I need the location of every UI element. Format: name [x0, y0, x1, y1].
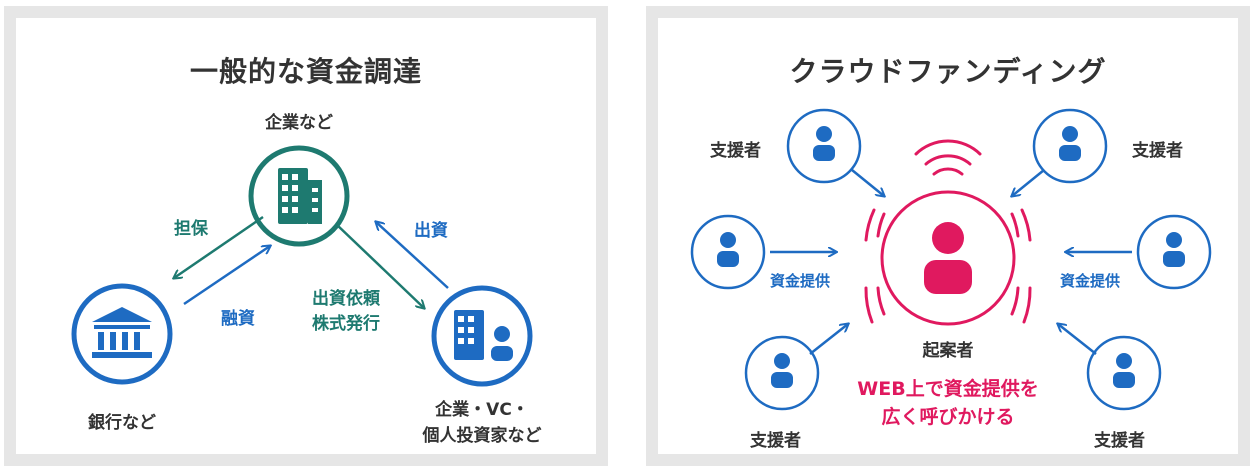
- company-node: [248, 145, 350, 247]
- company-label: 企業など: [265, 113, 333, 133]
- investor-label-line1: 企業・VC・: [435, 400, 529, 420]
- crowdfunding-panel: クラウドファンディング: [646, 6, 1250, 466]
- supporter-label-bottom-left: 支援者: [750, 431, 801, 451]
- equity-label-line1: 出資依頼: [312, 289, 380, 309]
- funding-label-right: 資金提供: [1060, 272, 1121, 290]
- funding-label-left: 資金提供: [770, 272, 831, 290]
- investment-arrow: [376, 222, 449, 289]
- bank-label: 銀行など: [88, 413, 156, 433]
- equity-request-arrow: [335, 223, 424, 308]
- collateral-label: 担保: [174, 219, 208, 239]
- callout-line1: WEB上で資金提供を: [857, 378, 1039, 400]
- bank-node: [71, 283, 173, 385]
- originator-node: [864, 139, 1032, 326]
- traditional-funding-panel: 一般的な資金調達: [4, 6, 608, 466]
- funding-arrow: [1058, 324, 1097, 355]
- traditional-funding-diagram: [71, 145, 533, 387]
- loan-arrow: [183, 246, 270, 306]
- person-icon: [924, 222, 972, 294]
- supporter-top-right: [1032, 108, 1108, 184]
- supporter-bottom-left: [744, 335, 820, 411]
- crowdfunding-diagram: [690, 108, 1212, 411]
- supporter-label-top-right: 支援者: [1132, 141, 1183, 161]
- funding-arrow: [1012, 169, 1045, 196]
- supporter-top-left: [786, 108, 862, 184]
- bank-icon: [92, 307, 152, 358]
- loan-label: 融資: [221, 309, 255, 329]
- panel-title: クラウドファンディング: [789, 55, 1107, 88]
- supporter-label-top-left: 支援者: [710, 141, 761, 161]
- funding-arrow: [851, 169, 884, 196]
- signal-waves: [864, 139, 1032, 324]
- building-person-icon: [454, 310, 515, 363]
- supporter-bottom-right: [1086, 335, 1162, 411]
- investor-label-line2: 個人投資家など: [422, 426, 542, 446]
- investor-node: [431, 285, 533, 387]
- collateral-arrow: [174, 215, 264, 278]
- supporter-label-bottom-right: 支援者: [1094, 431, 1145, 451]
- funding-arrow: [809, 324, 848, 355]
- investment-label: 出資: [414, 221, 448, 241]
- panel-title: 一般的な資金調達: [189, 55, 422, 88]
- callout-line2: 広く呼びかける: [881, 406, 1015, 428]
- equity-label-line2: 株式発行: [312, 314, 380, 334]
- originator-label: 起案者: [922, 341, 974, 361]
- building-icon: [278, 168, 322, 224]
- supporter-mid-right: [1136, 214, 1212, 290]
- supporter-mid-left: [690, 214, 766, 290]
